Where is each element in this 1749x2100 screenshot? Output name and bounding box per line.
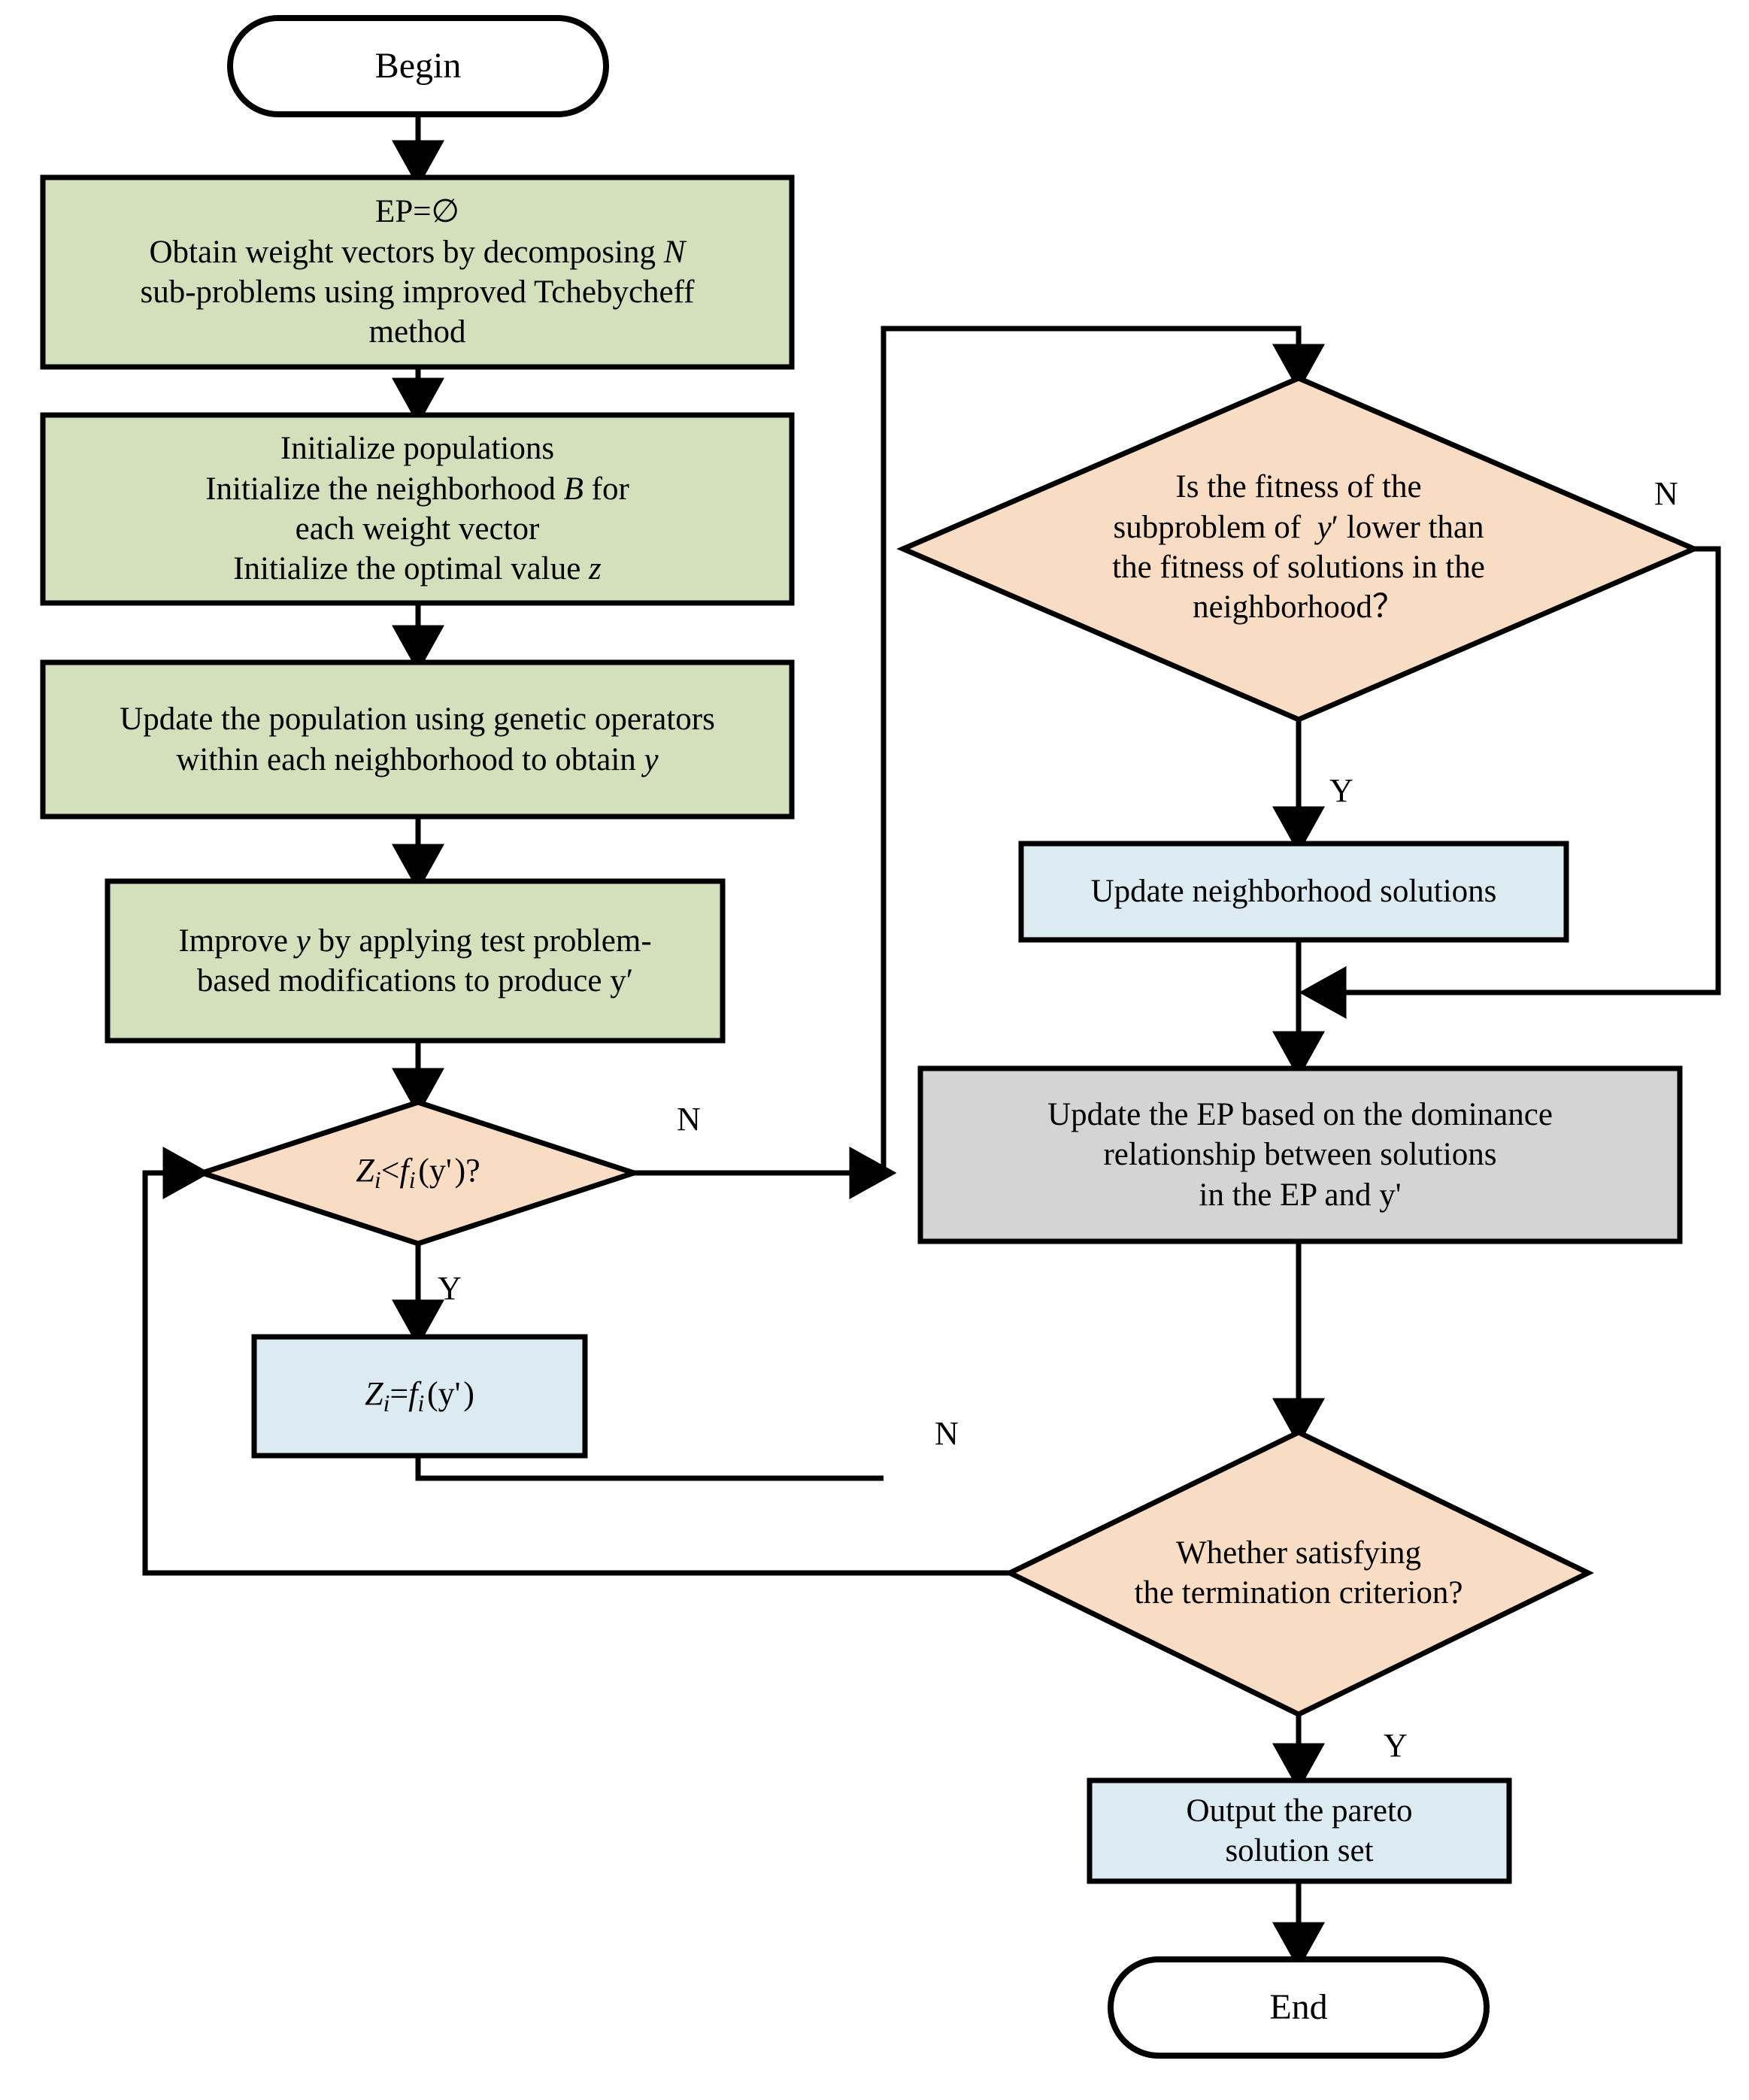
edge-label-decision-z-no: N xyxy=(677,1101,701,1138)
edge-label-terminate-no: N xyxy=(935,1415,959,1452)
edge-assign-z-to-junction xyxy=(415,1454,884,1481)
edge-label-fitness-no: N xyxy=(1654,475,1678,512)
edge-label-terminate-yes: Y xyxy=(1384,1727,1408,1764)
node-assign-z[interactable] xyxy=(251,1334,588,1459)
node-begin[interactable] xyxy=(227,15,609,117)
node-decision-terminate[interactable] xyxy=(1004,1429,1594,1717)
edge-fitness-no-bypass xyxy=(1299,546,1721,1019)
node-update-neighborhood[interactable] xyxy=(1018,841,1569,943)
node-update-pop[interactable] xyxy=(40,659,795,820)
edge-label-decision-z-yes: Y xyxy=(438,1270,462,1307)
node-improve-y[interactable] xyxy=(105,878,726,1044)
edge-decision-z-no-to-fitness xyxy=(881,326,1325,1173)
node-end[interactable] xyxy=(1108,1956,1490,2059)
node-init-ep[interactable] xyxy=(40,174,795,370)
edge-terminate-no-loopback xyxy=(142,1147,1010,1576)
node-init-pop[interactable] xyxy=(40,412,795,606)
node-decision-z[interactable] xyxy=(193,1099,643,1247)
node-output-pareto[interactable] xyxy=(1087,1777,1512,1884)
node-decision-fitness[interactable] xyxy=(896,375,1701,723)
edge-label-fitness-yes: Y xyxy=(1329,772,1353,809)
node-update-ep[interactable] xyxy=(917,1065,1683,1244)
